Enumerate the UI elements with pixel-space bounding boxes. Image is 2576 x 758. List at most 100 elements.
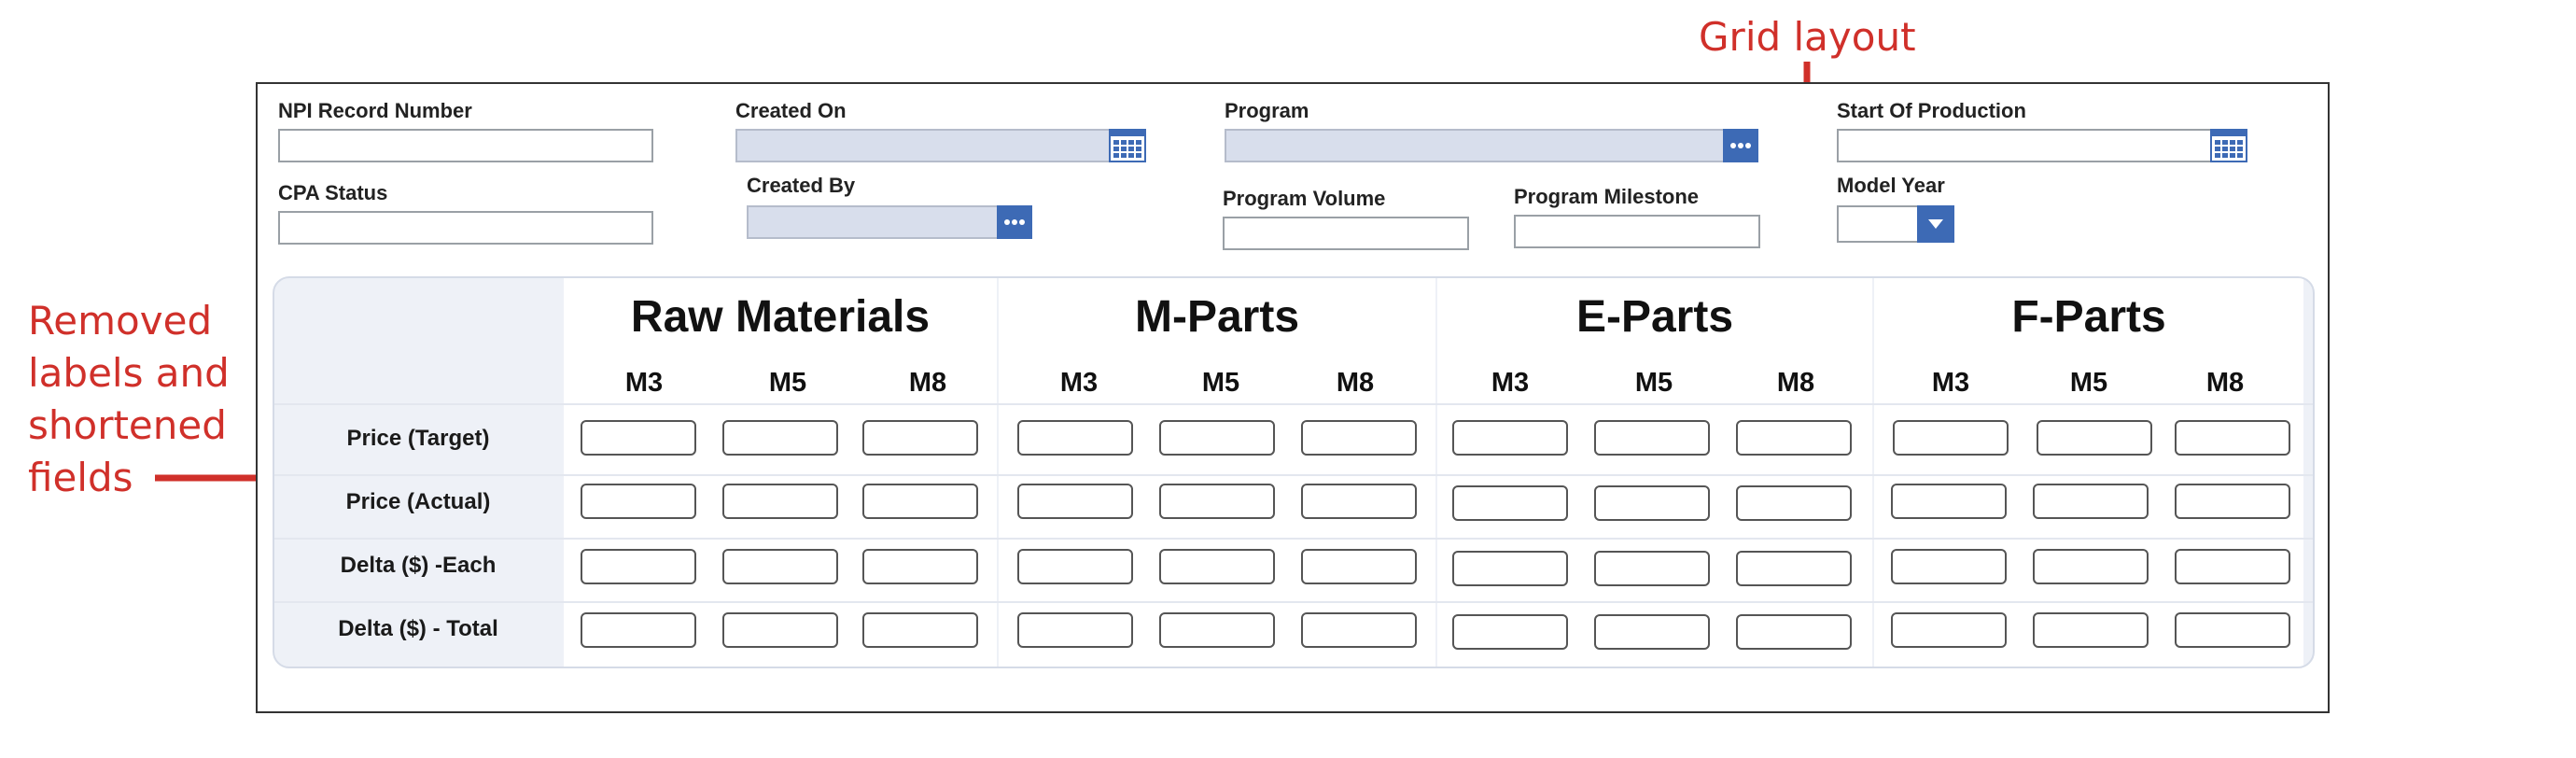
grid-cell-input[interactable] bbox=[2033, 612, 2149, 648]
column-header: M5 bbox=[1201, 368, 1240, 398]
row-divider bbox=[274, 538, 2313, 540]
cpa-status-label: CPA Status bbox=[278, 181, 388, 204]
grid-cell-input[interactable] bbox=[722, 484, 838, 519]
program-milestone-input[interactable] bbox=[1514, 215, 1760, 248]
group-title: F-Parts bbox=[2011, 292, 2166, 342]
grid-cell-input[interactable] bbox=[1594, 485, 1710, 521]
grid-cell-input[interactable] bbox=[1159, 484, 1275, 519]
calendar-icon[interactable] bbox=[2210, 129, 2247, 162]
grid-cell-input[interactable] bbox=[1301, 612, 1417, 648]
column-header: M3 bbox=[624, 368, 664, 398]
grid-cell-input[interactable] bbox=[1452, 551, 1568, 586]
grid-cell-input[interactable] bbox=[1301, 484, 1417, 519]
row-label-price-target: Price (Target) bbox=[346, 426, 490, 451]
group-title: E-Parts bbox=[1575, 292, 1734, 342]
grid-cell-input[interactable] bbox=[1301, 549, 1417, 584]
column-header: M5 bbox=[1634, 368, 1673, 398]
grid-cell-input[interactable] bbox=[2033, 484, 2149, 519]
grid-cell-input[interactable] bbox=[1017, 420, 1133, 456]
grid-cell-input[interactable] bbox=[1159, 549, 1275, 584]
grid-cell-input[interactable] bbox=[1301, 420, 1417, 456]
grid-cell-input[interactable] bbox=[2175, 549, 2290, 584]
program-input[interactable] bbox=[1225, 129, 1725, 162]
column-header: M5 bbox=[2069, 368, 2108, 398]
grid-cell-input[interactable] bbox=[1891, 484, 2007, 519]
group-f-parts: F-Parts bbox=[1874, 278, 2303, 667]
grid-cell-input[interactable] bbox=[581, 420, 696, 456]
row-label-delta-each: Delta ($) -Each bbox=[340, 553, 497, 578]
start-of-production-input[interactable] bbox=[1837, 129, 2212, 162]
grid-cell-input[interactable] bbox=[862, 612, 978, 648]
grid-cell-input[interactable] bbox=[1452, 614, 1568, 650]
created-on-label: Created On bbox=[735, 99, 847, 122]
grid-cell-input[interactable] bbox=[1893, 420, 2009, 456]
grid-cell-input[interactable] bbox=[722, 549, 838, 584]
group-e-parts: E-Parts bbox=[1437, 278, 1872, 667]
grid-cell-input[interactable] bbox=[1452, 485, 1568, 521]
grid-cell-input[interactable] bbox=[1891, 612, 2007, 648]
npi-record-number-input[interactable] bbox=[278, 129, 653, 162]
group-title: M-Parts bbox=[1134, 292, 1300, 342]
grid-cell-input[interactable] bbox=[1159, 420, 1275, 456]
start-of-production-label: Start Of Production bbox=[1837, 99, 2026, 122]
group-title: Raw Materials bbox=[630, 292, 931, 342]
column-header: M8 bbox=[2205, 368, 2245, 398]
grid-cell-input[interactable] bbox=[2033, 549, 2149, 584]
npi-record-number-label: NPI Record Number bbox=[278, 99, 472, 122]
created-by-label: Created By bbox=[747, 174, 856, 197]
grid-cell-input[interactable] bbox=[1736, 551, 1852, 586]
grid-cell-input[interactable] bbox=[1736, 420, 1852, 456]
program-lookup-ellipsis-icon[interactable] bbox=[1723, 129, 1758, 162]
grid-cell-input[interactable] bbox=[581, 612, 696, 648]
column-header: M5 bbox=[768, 368, 807, 398]
grid-cell-input[interactable] bbox=[2175, 484, 2290, 519]
created-by-lookup-ellipsis-icon[interactable] bbox=[997, 205, 1032, 239]
grid-cell-input[interactable] bbox=[1891, 549, 2007, 584]
grid-cell-input[interactable] bbox=[581, 484, 696, 519]
grid-cell-input[interactable] bbox=[2037, 420, 2152, 456]
model-year-label: Model Year bbox=[1837, 174, 1945, 197]
grid-cell-input[interactable] bbox=[1594, 614, 1710, 650]
grid-cell-input[interactable] bbox=[722, 420, 838, 456]
program-volume-input[interactable] bbox=[1223, 217, 1469, 250]
program-milestone-label: Program Milestone bbox=[1514, 185, 1700, 208]
column-header: M8 bbox=[1776, 368, 1815, 398]
annotation-grid-layout: Grid layout bbox=[1699, 14, 1916, 60]
model-year-select[interactable] bbox=[1837, 205, 1919, 243]
group-raw-materials: Raw Materials bbox=[564, 278, 997, 667]
program-label: Program bbox=[1225, 99, 1309, 122]
grid-cell-input[interactable] bbox=[1017, 484, 1133, 519]
grid-cell-input[interactable] bbox=[1159, 612, 1275, 648]
grid-cell-input[interactable] bbox=[2175, 612, 2290, 648]
row-divider bbox=[274, 403, 2313, 405]
grid-cell-input[interactable] bbox=[1452, 420, 1568, 456]
row-divider bbox=[274, 601, 2313, 603]
column-header: M3 bbox=[1491, 368, 1530, 398]
grid-cell-input[interactable] bbox=[1017, 612, 1133, 648]
grid-cell-input[interactable] bbox=[862, 549, 978, 584]
form-frame: NPI Record Number Created On Program Sta… bbox=[256, 82, 2330, 713]
grid-cell-input[interactable] bbox=[1736, 485, 1852, 521]
row-label-price-actual: Price (Actual) bbox=[345, 489, 491, 514]
chevron-down-icon[interactable] bbox=[1917, 205, 1954, 243]
calendar-icon[interactable] bbox=[1109, 129, 1146, 162]
grid-cell-input[interactable] bbox=[1594, 420, 1710, 456]
grid-cell-input[interactable] bbox=[722, 612, 838, 648]
row-divider bbox=[274, 474, 2313, 476]
annotation-removed-labels: Removed labels and shortened fields bbox=[28, 298, 230, 500]
grid-cell-input[interactable] bbox=[581, 549, 696, 584]
group-m-parts: M-Parts bbox=[999, 278, 1435, 667]
cpa-status-input[interactable] bbox=[278, 211, 653, 245]
grid-cell-input[interactable] bbox=[1017, 549, 1133, 584]
column-header: M3 bbox=[1059, 368, 1099, 398]
grid-cell-input[interactable] bbox=[862, 420, 978, 456]
column-header: M3 bbox=[1931, 368, 1970, 398]
created-on-input[interactable] bbox=[735, 129, 1111, 162]
grid-cell-input[interactable] bbox=[1594, 551, 1710, 586]
created-by-input[interactable] bbox=[747, 205, 999, 239]
grid-cell-input[interactable] bbox=[2175, 420, 2290, 456]
grid-cell-input[interactable] bbox=[862, 484, 978, 519]
column-header: M8 bbox=[1336, 368, 1375, 398]
program-volume-label: Program Volume bbox=[1223, 187, 1386, 210]
grid-cell-input[interactable] bbox=[1736, 614, 1852, 650]
